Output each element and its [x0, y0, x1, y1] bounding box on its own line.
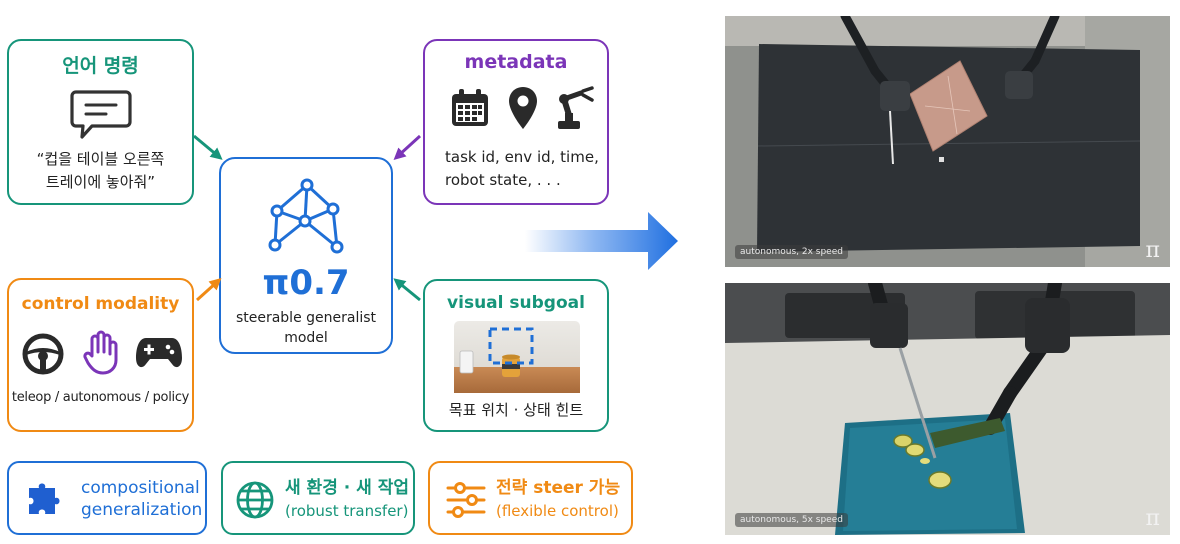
- flexible-control-card: 전략 steer 가능 (flexible control): [428, 461, 633, 535]
- video-top-logo: π: [1145, 238, 1160, 263]
- control-modality-caption: teleop / autonomous / policy: [11, 390, 190, 405]
- big-output-arrow: [525, 212, 678, 270]
- visual-subgoal-card: visual subgoal 목표 위치 · 상태 힌트: [423, 279, 609, 432]
- language-command-card: 언어 명령 “컵을 테이블 오른쪽 트레이에 놓아줘”: [7, 39, 194, 205]
- language-command-title: 언어 명령: [62, 55, 139, 77]
- arrow-subgoal-to-model: [393, 278, 421, 302]
- flexible-control-line2: (flexible control): [496, 502, 619, 520]
- metadata-title: metadata: [464, 51, 568, 73]
- globe-icon: [236, 481, 274, 519]
- control-modality-title: control modality: [21, 294, 180, 314]
- compositional-line2: generalization: [81, 500, 203, 520]
- model-subtitle-line1: steerable generalist: [235, 310, 377, 326]
- steering-wheel-icon: [22, 333, 64, 375]
- metadata-card: metadata task id, env id, time, robot st…: [423, 39, 609, 205]
- video-frame-top[interactable]: autonomous, 2x speed π: [725, 16, 1170, 267]
- model-card: π0.7 steerable generalist model: [219, 157, 393, 354]
- flexible-control-line1: 전략 steer 가능: [496, 478, 621, 498]
- compositional-line1: compositional: [81, 478, 200, 498]
- location-pin-icon: [509, 87, 537, 129]
- arrows-layer: [193, 134, 678, 302]
- chat-bubble-icon: [70, 90, 132, 139]
- robot-arm-icon: [558, 86, 594, 129]
- hand-icon: [83, 330, 118, 375]
- video-bottom-caption: autonomous, 5x speed: [735, 513, 848, 527]
- language-quote-line1: “컵을 테이블 오른쪽: [36, 150, 165, 168]
- visual-subgoal-title: visual subgoal: [447, 293, 585, 313]
- metadata-line1: task id, env id, time,: [445, 148, 599, 166]
- arrow-metadata-to-model: [393, 134, 422, 161]
- control-modality-card: control modality teleop / autonomous / p…: [7, 278, 194, 432]
- arrow-control-to-model: [195, 277, 222, 302]
- video-top-caption: autonomous, 2x speed: [735, 245, 848, 259]
- robust-transfer-card: 새 환경 · 새 작업 (robust transfer): [221, 461, 415, 535]
- network-graph-icon: [268, 178, 344, 254]
- subgoal-image-icon: [454, 321, 580, 393]
- robust-transfer-line1: 새 환경 · 새 작업: [285, 478, 409, 498]
- arrow-language-to-model: [193, 134, 223, 160]
- video-frame-bottom[interactable]: autonomous, 5x speed π: [725, 283, 1170, 535]
- robust-transfer-line2: (robust transfer): [285, 502, 409, 520]
- model-title: π0.7: [262, 263, 350, 303]
- calendar-icon: [452, 89, 488, 126]
- visual-subgoal-caption: 목표 위치 · 상태 힌트: [448, 401, 584, 419]
- sliders-icon: [446, 482, 486, 518]
- robot-scene-top: [725, 16, 1170, 267]
- video-bottom-logo: π: [1145, 506, 1160, 531]
- metadata-line2: robot state, . . .: [445, 171, 561, 189]
- model-subtitle-line2: model: [284, 330, 328, 346]
- language-quote-line2: 트레이에 놓아줘”: [45, 173, 156, 191]
- puzzle-icon: [29, 483, 60, 514]
- robot-scene-bottom: [725, 283, 1170, 535]
- compositional-card: compositional generalization: [7, 461, 207, 535]
- gamepad-icon: [136, 338, 182, 368]
